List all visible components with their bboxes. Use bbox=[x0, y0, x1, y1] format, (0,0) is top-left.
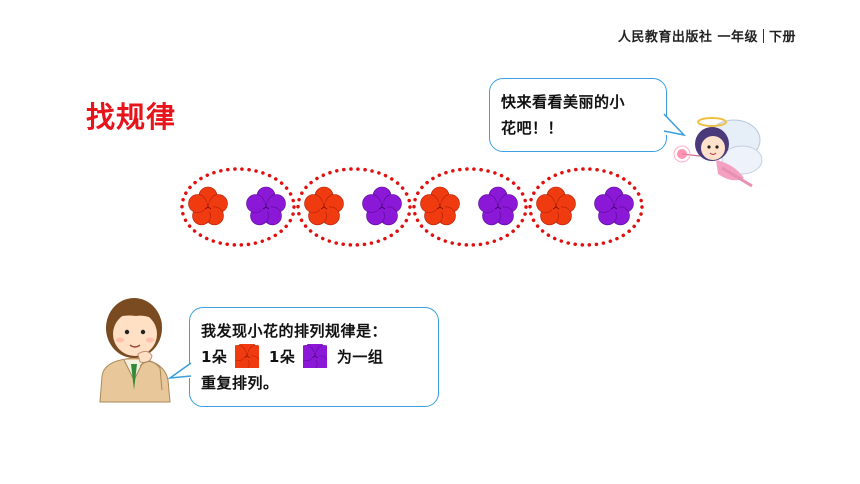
purple-flower-icon bbox=[303, 344, 328, 368]
red-count-label: 1朵 bbox=[201, 348, 228, 366]
boy-icon bbox=[99, 298, 171, 403]
boy-bubble-line-2: 1朵 1朵 为一组 bbox=[201, 344, 428, 370]
red-flower-icon bbox=[188, 186, 228, 226]
purple-flower-icon bbox=[478, 186, 518, 226]
group-outline-2 bbox=[296, 167, 412, 247]
publisher-name: 人民教育出版社 bbox=[617, 30, 713, 45]
volume-label: 下册 bbox=[768, 30, 796, 45]
purple-flower-icon bbox=[362, 186, 402, 226]
fairy-icon bbox=[673, 117, 763, 188]
flower-sequence bbox=[176, 165, 646, 251]
red-flower-icon bbox=[420, 186, 460, 226]
red-flower-icon bbox=[235, 344, 260, 368]
fairy-bubble-line-1: 快来看看美丽的小 bbox=[501, 93, 626, 111]
fairy-bubble-line-2: 花吧！！ bbox=[501, 119, 564, 137]
purple-flower-icon bbox=[246, 186, 286, 226]
boy-bubble-tail bbox=[167, 362, 192, 380]
purple-flower-icon bbox=[594, 186, 634, 226]
group-outline-1 bbox=[180, 167, 296, 247]
boy-illustration bbox=[88, 290, 180, 410]
group-suffix: 为一组 bbox=[336, 348, 384, 366]
fairy-bubble-tail bbox=[663, 113, 687, 137]
grade-label: 一年级 bbox=[717, 30, 758, 45]
boy-speech-bubble: 我发现小花的排列规律是： 1朵 1朵 为一组 重复排列。 bbox=[167, 307, 439, 407]
red-flower-icon bbox=[536, 186, 576, 226]
boy-bubble-line-3: 重复排列。 bbox=[201, 374, 279, 392]
group-outline-3 bbox=[412, 167, 528, 247]
fairy-speech-bubble: 快来看看美丽的小 花吧！！ bbox=[489, 78, 687, 152]
header-divider bbox=[762, 29, 764, 43]
group-outline-4 bbox=[528, 167, 644, 247]
boy-bubble-line-1: 我发现小花的排列规律是： bbox=[201, 322, 388, 340]
red-flower-icon bbox=[304, 186, 344, 226]
page-title: 找规律 bbox=[86, 100, 177, 134]
purple-count-label: 1朵 bbox=[268, 348, 296, 366]
fairy-illustration bbox=[672, 102, 772, 202]
publisher-header: 人民教育出版社 一年级下册 bbox=[618, 26, 796, 45]
flower-pattern-svg bbox=[180, 167, 644, 247]
